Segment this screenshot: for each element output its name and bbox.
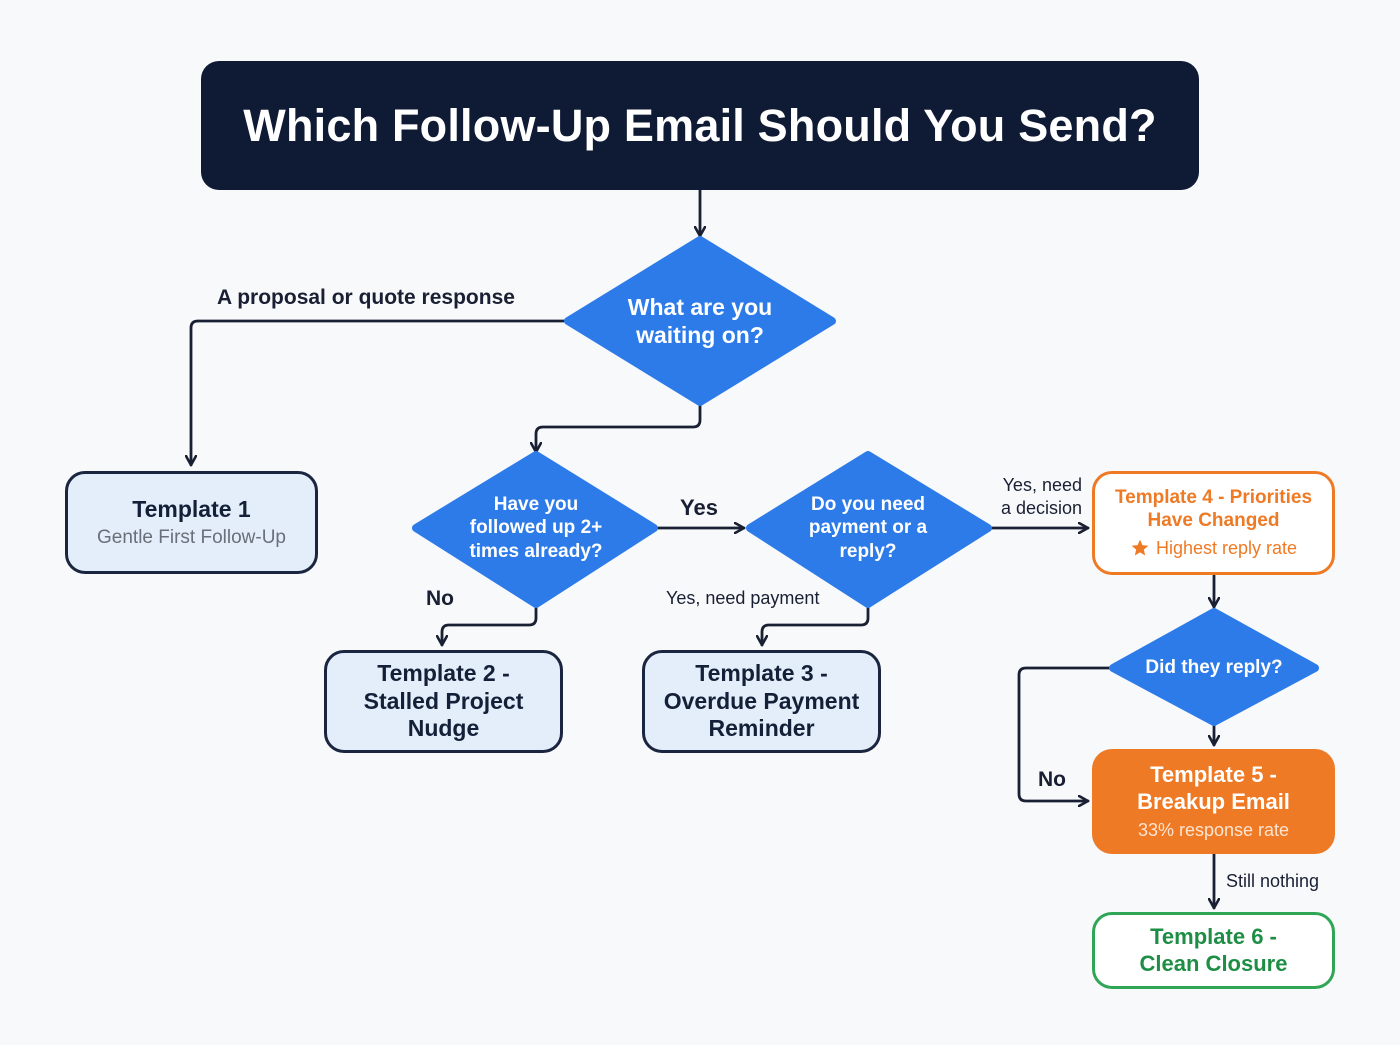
diamond-d3-shape [746, 451, 992, 608]
template-1-box[interactable]: Template 1 Gentle First Follow-Up [65, 471, 318, 574]
template-1-subtitle: Gentle First Follow-Up [97, 527, 286, 549]
edge-label-yes-payment: Yes, need payment [666, 588, 820, 608]
edge-d1-to-d2 [536, 400, 702, 454]
template-3-title: Template 3 - Overdue Payment Reminder [663, 660, 860, 742]
decision-followed-up[interactable]: Have you followed up 2+ times already? [456, 490, 616, 566]
template-5-subtitle: 33% response rate [1137, 819, 1290, 840]
template-4-highlight: Highest reply rate [1130, 538, 1297, 559]
edge-label-still-nothing: Still nothing [1226, 871, 1320, 891]
template-4-title: Template 4 - Priorities Have Changed [1114, 487, 1313, 531]
edge-label-no-reply: No [1038, 768, 1066, 791]
decision-payment-or-reply-label: Do you need payment or a reply? [808, 494, 928, 562]
decision-waiting-on-label: What are you waiting on? [627, 293, 773, 348]
decision-did-they-reply-label: Did they reply? [1145, 657, 1283, 679]
diamond-d4-shape [1109, 608, 1319, 726]
decision-followed-up-label: Have you followed up 2+ times already? [469, 494, 603, 562]
edge-label-proposal: A proposal or quote response [217, 286, 515, 309]
decision-did-they-reply[interactable]: Did they reply? [1130, 650, 1298, 686]
edge-d2-to-t2 [442, 602, 538, 647]
template-4-box[interactable]: Template 4 - Priorities Have Changed Hig… [1092, 471, 1335, 575]
edge-d4-to-t5-no [1017, 666, 1115, 801]
template-5-box[interactable]: Template 5 - Breakup Email 33% response … [1092, 749, 1335, 854]
title-banner: Which Follow-Up Email Should You Send? [201, 61, 1199, 190]
edge-label-yes: Yes [680, 495, 718, 520]
template-1-title: Template 1 [132, 495, 251, 522]
decision-waiting-on[interactable]: What are you waiting on? [600, 280, 800, 362]
template-2-title: Template 2 - Stalled Project Nudge [363, 660, 524, 742]
template-6-title: Template 6 - Clean Closure [1139, 924, 1288, 976]
diamond-d1-shape [564, 236, 836, 406]
diamond-d2-shape [412, 451, 658, 608]
template-4-subtitle: Highest reply rate [1155, 537, 1298, 558]
template-5-title: Template 5 - Breakup Email [1137, 762, 1290, 814]
edge-d1-to-t1 [191, 319, 568, 467]
page-title: Which Follow-Up Email Should You Send? [243, 99, 1157, 151]
template-2-box[interactable]: Template 2 - Stalled Project Nudge [324, 650, 563, 753]
edge-label-yes-decision: Yes, need a decision [1000, 475, 1082, 519]
star-icon [1131, 539, 1149, 556]
edge-d3-to-t3 [762, 602, 870, 647]
edge-label-no-left: No [426, 587, 454, 610]
template-3-box[interactable]: Template 3 - Overdue Payment Reminder [642, 650, 881, 753]
template-6-box[interactable]: Template 6 - Clean Closure [1092, 912, 1335, 989]
decision-payment-or-reply[interactable]: Do you need payment or a reply? [788, 490, 948, 566]
